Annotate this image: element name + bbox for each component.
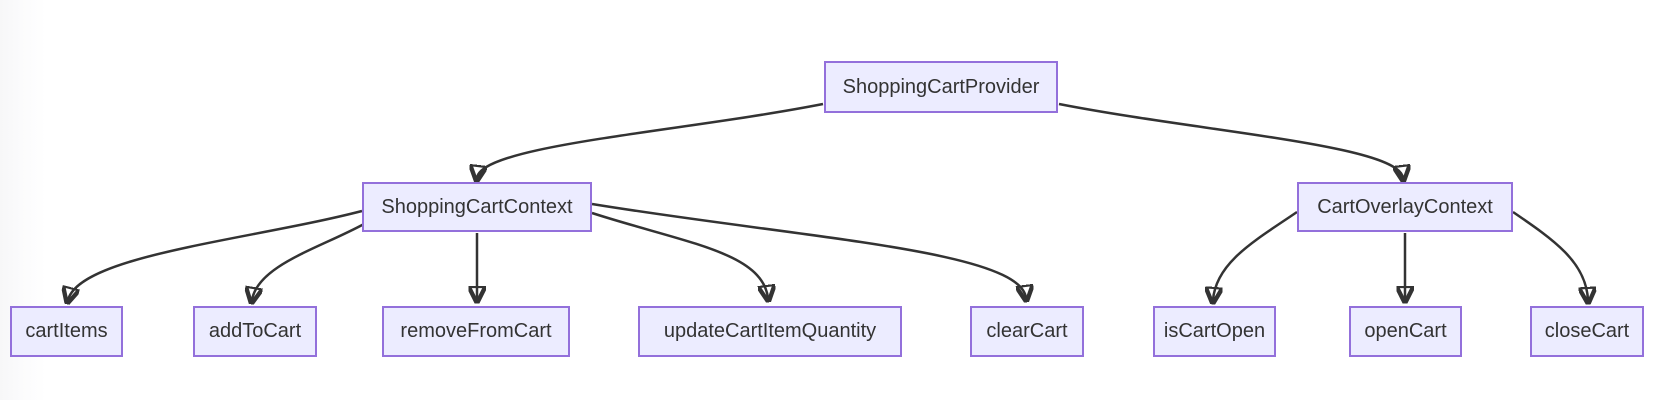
edge-context-to-addtocart [252,222,365,300]
node-iscartopen: isCartOpen [1153,306,1276,357]
edge-overlay-to-closecart [1512,210,1588,300]
node-removefromcart: removeFromCart [382,306,570,357]
edge-context-to-updatecartitemquantity [591,211,768,298]
node-cartitems: cartItems [10,306,123,357]
node-shoppingcartprovider: ShoppingCartProvider [824,61,1058,113]
edge-overlay-to-iscartopen [1213,210,1298,300]
node-addtocart: addToCart [193,306,317,357]
node-cartoverlaycontext: CartOverlayContext [1297,182,1513,232]
node-closecart: closeCart [1530,306,1644,357]
edge-context-to-cartitems [68,209,363,300]
edge-provider-to-shoppingcartcontext [477,102,824,178]
edge-context-to-clearcart [591,202,1026,298]
node-clearcart: clearCart [970,306,1084,357]
node-opencart: openCart [1349,306,1462,357]
node-shoppingcartcontext: ShoppingCartContext [362,182,592,232]
edge-provider-to-cartoverlaycontext [1058,102,1403,178]
node-updatecartitemquantity: updateCartItemQuantity [638,306,902,357]
